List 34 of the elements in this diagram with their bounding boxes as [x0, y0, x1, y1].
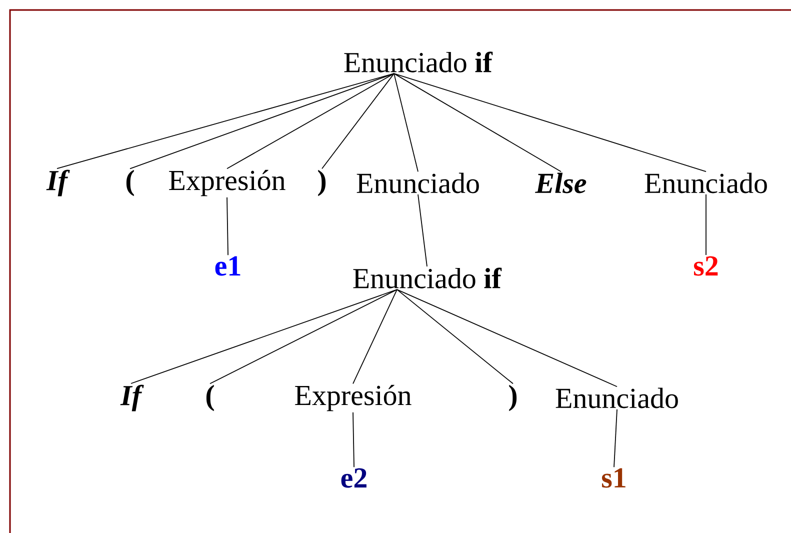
parenthesis: ): [509, 384, 517, 412]
tree-branch: [210, 289, 398, 384]
tree-branch: [226, 73, 394, 170]
leaf-label: s2: [694, 256, 718, 276]
leaf-label: e1: [215, 256, 240, 276]
tree-branch: [394, 73, 706, 172]
tree-node-label: Expresión: [169, 170, 286, 196]
tree-branch: [614, 408, 618, 468]
tree-node-label: Enunciado: [644, 172, 767, 194]
keyword-label: If: [46, 170, 70, 196]
parenthesis: ): [318, 170, 326, 196]
tree-node-label: Expresión: [295, 384, 412, 412]
keyword-label: Else: [535, 172, 586, 194]
tree-branch: [130, 73, 394, 170]
tree-branch: [396, 289, 618, 388]
tree-branch: [394, 73, 418, 172]
tree-branch: [394, 73, 562, 172]
keyword-label: If: [120, 384, 144, 412]
parenthesis: (: [126, 170, 134, 196]
tree-branch: [56, 73, 394, 169]
tree-branch: [352, 289, 398, 384]
tree-node-label: Enunciado if: [344, 52, 493, 72]
leaf-label: e2: [341, 468, 366, 488]
leaf-label: s1: [602, 468, 626, 488]
tree-branch: [130, 289, 398, 384]
tree-branch: [322, 73, 394, 170]
tree-node-label: Enunciado: [356, 172, 479, 194]
tree-branch: [418, 194, 428, 267]
tree-branch: [352, 412, 354, 468]
tree-node-label: Enunciado if: [353, 268, 502, 288]
parenthesis: (: [206, 384, 214, 412]
tree-branch: [226, 196, 228, 256]
tree-branch: [396, 289, 514, 384]
tree-node-label: Enunciado: [556, 388, 678, 408]
